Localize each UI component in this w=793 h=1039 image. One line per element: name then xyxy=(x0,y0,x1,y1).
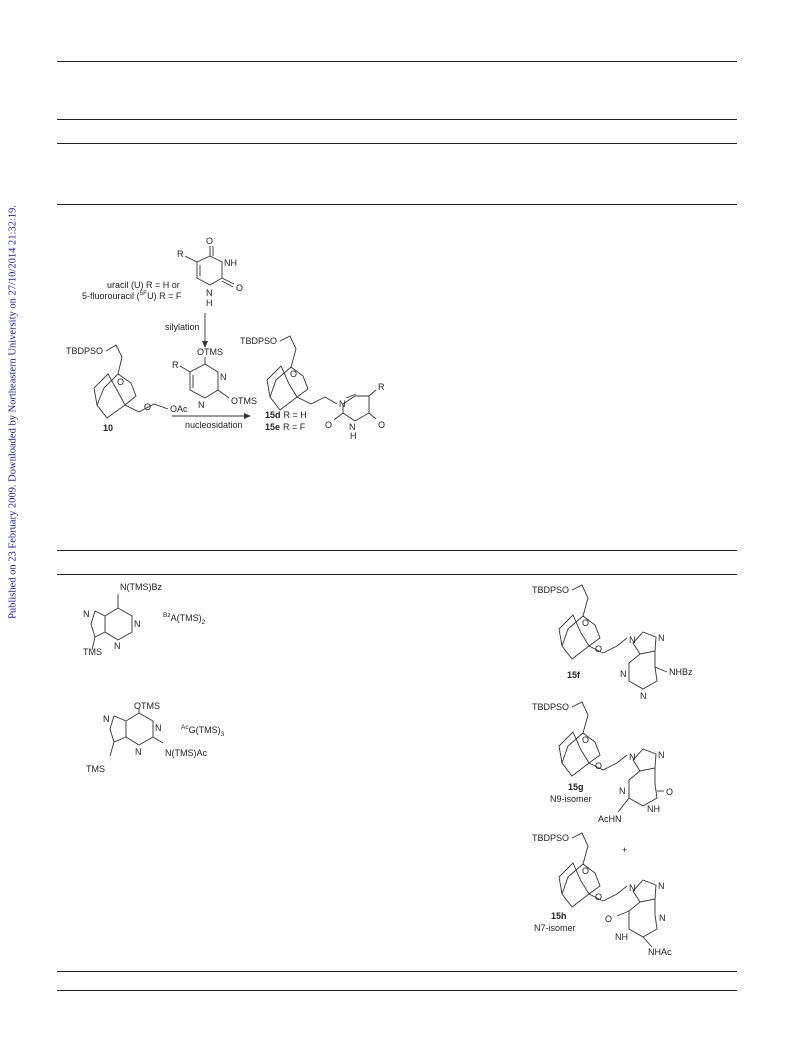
ac-n7: N xyxy=(103,714,110,724)
ac-ntms-label: N(TMS)Ac xyxy=(165,748,207,758)
ac-n3: N xyxy=(135,747,142,757)
label-n7-isomer: N7-isomer xyxy=(534,923,576,933)
p15g-o6: O xyxy=(666,787,673,797)
product-15f-structure: TBDPSO O O N N N N NHBz 15f xyxy=(532,584,693,701)
label-n9-isomer: N9-isomer xyxy=(550,794,592,804)
uracil-o2: O xyxy=(236,283,243,293)
p15h-o: O xyxy=(595,892,602,902)
p15f-nhbz: NHBz xyxy=(669,667,693,677)
p15f-n7: N xyxy=(658,633,665,643)
uracil-r: R xyxy=(177,249,184,259)
bz-tms-label: TMS xyxy=(83,647,102,657)
pyrimidine-r: R xyxy=(172,360,179,370)
uracil-nh3: NH xyxy=(224,258,237,268)
ac-otms-label: OTMS xyxy=(134,701,160,711)
table-rule-bottom xyxy=(57,971,737,972)
footer-rule xyxy=(57,990,737,991)
ac-tms-label: TMS xyxy=(86,764,105,774)
bz-adenine-structure: N(TMS)Bz N N N TMS xyxy=(83,582,162,657)
uracil-n1: N xyxy=(206,288,213,298)
p15h-n3: N xyxy=(659,913,666,923)
silylation-label: silylation xyxy=(165,322,200,332)
compound-10-structure: TBDPSO O O OAc 10 xyxy=(66,344,188,433)
pyrimidine-otms-4: OTMS xyxy=(197,347,223,357)
p15g-n7: N xyxy=(658,750,665,760)
pyrimidine-n3: N xyxy=(220,372,227,382)
uracil-structure: O NH O N H R xyxy=(177,236,243,308)
p15f-n3: N xyxy=(620,669,627,679)
p15g-achn: AcHN xyxy=(598,814,622,824)
uracil-h1: H xyxy=(206,298,213,308)
p15g-nh1: NH xyxy=(647,804,660,814)
silylated-pyrimidine: OTMS N N OTMS R xyxy=(172,347,257,410)
p15g-tbdpso: TBDPSO xyxy=(532,702,569,712)
reagent-ac-g-tms3: AcG(TMS)3 xyxy=(181,724,225,738)
p15h-n7: N xyxy=(629,883,636,893)
pyrimidine-otms-2: OTMS xyxy=(231,396,257,406)
p15h-ring-o: O xyxy=(582,866,589,876)
product-15g-structure: TBDPSO O O N N O N NH AcHN 15g N9-isomer xyxy=(532,701,673,824)
uracil-o4: O xyxy=(206,236,213,246)
p15g-n3: N xyxy=(619,786,626,796)
c10-tbdpso: TBDPSO xyxy=(66,346,103,356)
table-rule-top xyxy=(57,550,737,551)
c10-ring-o: O xyxy=(117,377,124,387)
p15h-nhac: NHAc xyxy=(648,947,672,957)
bz-n7: N xyxy=(83,609,90,619)
bz-n1: N xyxy=(134,619,141,629)
p15de-r: R xyxy=(378,382,385,392)
p15f-n9: N xyxy=(629,635,636,645)
p15h-tbdpso: TBDPSO xyxy=(532,833,569,843)
label-15h: 15h xyxy=(551,911,567,921)
c10-oac: OAc xyxy=(170,404,188,414)
p15g-o: O xyxy=(595,761,602,771)
p15g-ring-o: O xyxy=(582,735,589,745)
p15de-tbdpso: TBDPSO xyxy=(240,336,277,346)
p15de-h3: H xyxy=(350,431,357,441)
p15f-tbdpso: TBDPSO xyxy=(532,585,569,595)
bz-n3: N xyxy=(114,641,121,651)
uracil-label: uracil (U) R = H or xyxy=(107,280,180,290)
p15f-n1: N xyxy=(640,691,647,701)
p15de-o2: O xyxy=(325,420,332,430)
ac-n1: N xyxy=(155,723,162,733)
rule-3 xyxy=(57,143,737,144)
rule-4 xyxy=(57,204,737,205)
plus-sign: + xyxy=(622,845,627,855)
rule-2 xyxy=(57,119,737,120)
p15h-n9: N xyxy=(658,881,665,891)
p15g-n9: N xyxy=(629,752,636,762)
bz-ntms-label: N(TMS)Bz xyxy=(120,582,162,592)
c10-anomeric-o: O xyxy=(144,402,151,412)
label-15g: 15g xyxy=(568,782,584,792)
ac-guanine-structure: OTMS N N N N(TMS)Ac TMS xyxy=(86,701,207,774)
p15de-n3: N xyxy=(349,422,356,432)
nucleosidation-label: nucleosidation xyxy=(185,420,243,430)
table-header-rule xyxy=(57,574,737,575)
fluorouracil-label: 5-fluorouracil (5FU) R = F xyxy=(82,290,182,301)
rule-top xyxy=(57,61,737,62)
pyrimidine-n1: N xyxy=(198,400,205,410)
p15de-o4: O xyxy=(378,420,385,430)
product-15h-structure: TBDPSO O O N N N O NH NHAc 15h N7-isomer xyxy=(532,832,672,957)
p15de-n1: N xyxy=(339,399,346,409)
p15f-ring-o: O xyxy=(582,618,589,628)
label-15f: 15f xyxy=(567,670,581,680)
p15h-nh1: NH xyxy=(615,932,628,942)
reagent-bz-a-tms2: BzA(TMS)2 xyxy=(163,612,206,626)
compound-10-label: 10 xyxy=(103,423,113,433)
p15f-o: O xyxy=(595,644,602,654)
p15de-ring-o: O xyxy=(290,369,297,379)
p15h-o6: O xyxy=(605,914,612,924)
